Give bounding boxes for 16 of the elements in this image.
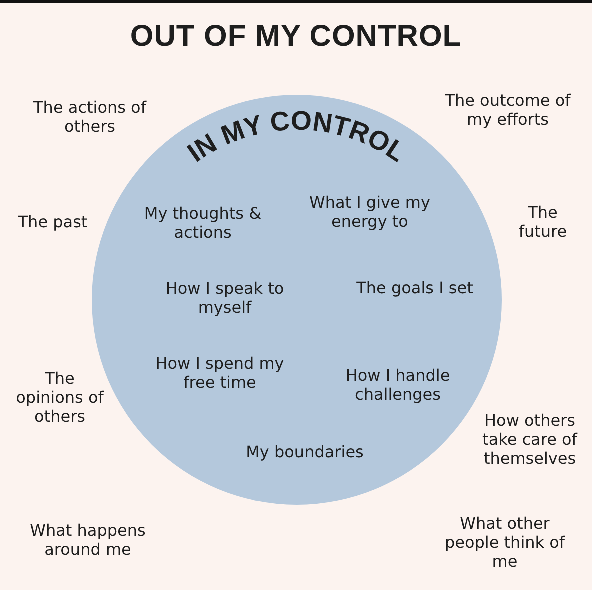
item-text: How I speak to myself bbox=[164, 278, 286, 318]
item-text: My thoughts & actions bbox=[143, 204, 263, 242]
item-text: What I give my energy to bbox=[308, 192, 432, 232]
item-text: How I spend my free time bbox=[154, 354, 286, 392]
outside-text: What happens around me bbox=[29, 520, 147, 560]
item-text: My boundaries bbox=[245, 442, 365, 462]
item-text: How I handle challenges bbox=[344, 366, 452, 404]
outside-text: The actions of others bbox=[32, 98, 148, 136]
title: OUT OF MY CONTROL bbox=[129, 20, 463, 54]
outside-text: The outcome of my efforts bbox=[444, 90, 572, 130]
outside-text: The past bbox=[17, 212, 89, 232]
outside-text: What other people think of me bbox=[444, 514, 566, 572]
outside-text: How others take care of themselves bbox=[482, 411, 579, 469]
item-text: The goals I set bbox=[356, 278, 474, 298]
outside-text: The future bbox=[518, 202, 568, 242]
outside-text: The opinions of others bbox=[15, 369, 106, 427]
